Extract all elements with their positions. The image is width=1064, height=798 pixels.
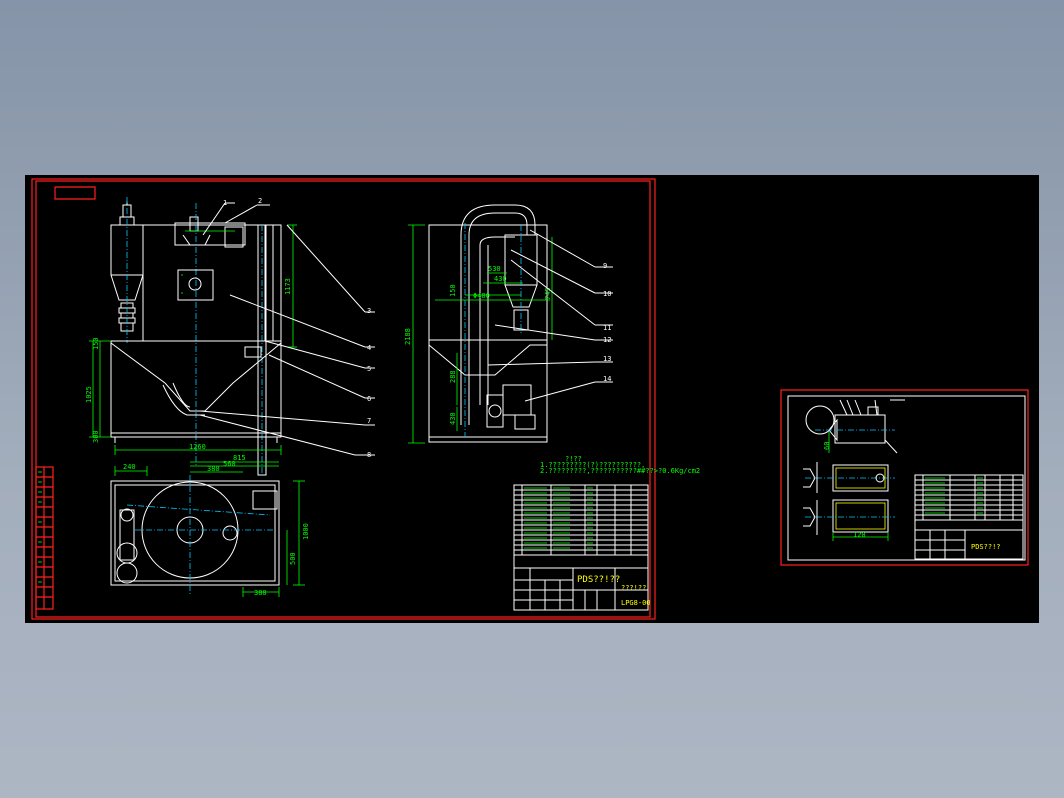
technical-notes: ?!?? 1.?????????(?)??????????, 2.???????…: [540, 455, 700, 475]
part-label-5: 5: [367, 365, 371, 373]
induced-draft-fan: [486, 384, 536, 430]
part-label-13: 13: [603, 355, 611, 363]
side-elevation-view: 2188 530 430 Φ400 745 288 430 150 9 10 1…: [404, 204, 613, 444]
part-label-3: 3: [367, 307, 371, 315]
dim-500: 500: [289, 552, 297, 565]
parts-list-table: [513, 484, 649, 611]
small-dim-1: 120: [853, 531, 866, 539]
main-title-block: PDS??!?? ???!?? LPG8-00: [513, 554, 651, 611]
tech-notes-heading: ?!??: [565, 455, 582, 463]
cyclone-separator: [110, 197, 144, 343]
left-revision-strip: [35, 466, 54, 610]
main-drawing-title: PDS??!??: [577, 575, 620, 585]
main-sheet-outer-border: [31, 178, 656, 620]
part-label-12: 12: [603, 336, 611, 344]
dim-745: 745: [544, 287, 552, 300]
dim-380-bottom: 380: [254, 589, 267, 597]
main-company-name: ???!??: [621, 584, 646, 592]
dim-1025: 1025: [85, 386, 93, 403]
dim-430-lower: 430: [449, 412, 457, 425]
part-label-8: 8: [367, 451, 371, 459]
dim-150-front: 150: [92, 337, 100, 350]
part-label-7: 7: [367, 417, 371, 425]
part-label-9: 9: [603, 262, 607, 270]
drying-chamber-body: [142, 224, 282, 342]
dim-240: 240: [123, 463, 136, 471]
dim-530: 530: [488, 265, 501, 273]
dim-300-front: 300: [92, 430, 100, 443]
main-drawing-number: LPG8-00: [621, 599, 651, 607]
dim-380: 380: [207, 465, 220, 473]
dim-150-side: 150: [449, 284, 457, 297]
dim-815: 815: [233, 454, 246, 462]
main-sheet-inner-border: [35, 180, 651, 618]
dim-phi400: Φ400: [473, 292, 490, 300]
small-drawing-number: PDS??!?: [971, 543, 1001, 551]
inspection-window: [177, 269, 214, 301]
main-sheet-corner-tab: [54, 186, 96, 200]
dim-1000: 1000: [302, 523, 310, 540]
dim-1260: 1260: [189, 443, 206, 451]
small-dim-2: 60: [823, 442, 831, 450]
collection-hopper: [110, 340, 282, 443]
tech-notes-line1: 1.?????????(?)??????????,: [540, 461, 645, 469]
part-leaders-front: [199, 202, 375, 456]
part-label-10: 10: [603, 290, 611, 298]
part-label-14: 14: [603, 375, 611, 383]
part-label-6: 6: [367, 395, 371, 403]
dim-1173: 1173: [284, 278, 292, 295]
part-label-4: 4: [367, 344, 371, 352]
tech-notes-line2: 2.?????????,???????????##??>?0.6Kg/cm2: [540, 467, 700, 475]
part-label-11: 11: [603, 324, 611, 332]
cad-drawing-svg: 1173 150 1025 300 1260 1 2 3 4 5 6 7 8: [31, 178, 1029, 620]
front-dimensions: [89, 224, 297, 455]
front-elevation-view: 1173 150 1025 300 1260 1 2 3 4 5 6 7 8: [85, 197, 375, 476]
dim-2188: 2188: [404, 328, 412, 345]
dim-430: 430: [494, 275, 507, 283]
dim-288: 288: [449, 370, 457, 383]
part-label-1: 1: [223, 199, 227, 207]
cad-drawing-canvas[interactable]: 1173 150 1025 300 1260 1 2 3 4 5 6 7 8: [25, 175, 1039, 623]
small-sheet: 120 60 PDS??!?: [780, 389, 1029, 566]
dim-560: 560: [223, 460, 236, 468]
atomizer-head: [174, 203, 246, 465]
part-label-2: 2: [258, 197, 262, 205]
plan-view: 240 815 380 560 1000 500 380: [110, 454, 310, 597]
